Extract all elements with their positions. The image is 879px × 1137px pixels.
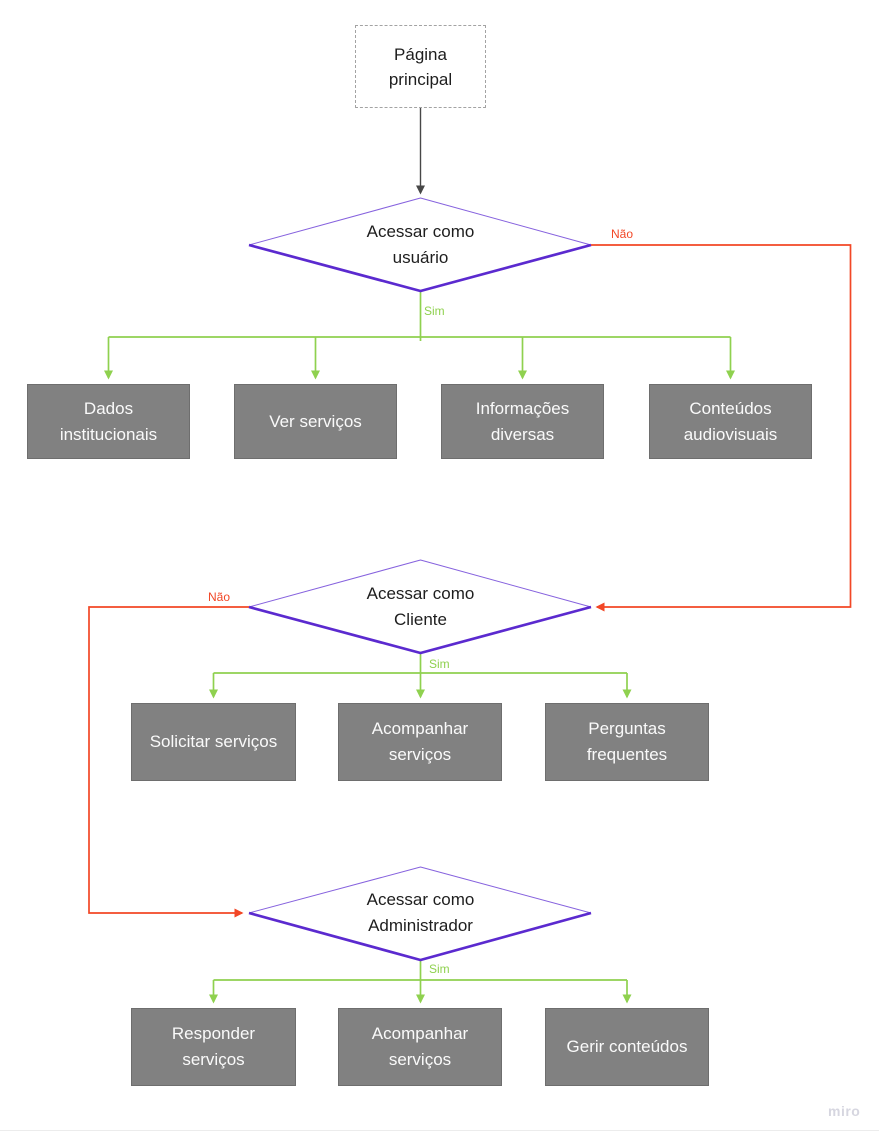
frame-bottom-border bbox=[0, 1130, 879, 1131]
admin-option-gerir-conteudos: Gerir conteúdos bbox=[545, 1008, 709, 1086]
admin-option-responder-servicos: Responder serviços bbox=[131, 1008, 296, 1086]
user-option-conteudos-audiovisuais: Conteúdos audiovisuais bbox=[649, 384, 812, 459]
user-decision-diamond bbox=[248, 197, 592, 293]
edge-label-user-yes: Sim bbox=[424, 304, 445, 318]
start-node: Página principal bbox=[355, 25, 486, 108]
edge-label-client-no: Não bbox=[208, 590, 231, 604]
user-option-informacoes-diversas: Informações diversas bbox=[441, 384, 604, 459]
client-option-solicitar-servicos: Solicitar serviços bbox=[131, 703, 296, 781]
client-option-acompanhar-servicos: Acompanhar serviços bbox=[338, 703, 502, 781]
client-decision-diamond bbox=[248, 559, 592, 655]
user-option-dados-institucionais: Dados institucionais bbox=[27, 384, 190, 459]
edge-admin-decision-yes bbox=[209, 960, 632, 1004]
edge-label-admin-yes: Sim bbox=[429, 962, 450, 976]
admin-option-acompanhar-servicos: Acompanhar serviços bbox=[338, 1008, 502, 1086]
edge-user-decision-no bbox=[591, 244, 852, 612]
start-node-label: Página principal bbox=[388, 44, 453, 89]
user-option-ver-servicos: Ver serviços bbox=[234, 384, 397, 459]
miro-watermark: miro bbox=[828, 1103, 861, 1119]
admin-decision-diamond bbox=[248, 866, 592, 962]
edge-client-decision-yes bbox=[209, 653, 632, 699]
edge-user-decision-yes bbox=[104, 291, 735, 380]
edge-label-client-yes: Sim bbox=[429, 657, 450, 671]
edge-client-decision-no bbox=[88, 606, 249, 918]
edge-label-user-no: Não bbox=[611, 227, 634, 241]
client-option-perguntas-frequentes: Perguntas frequentes bbox=[545, 703, 709, 781]
